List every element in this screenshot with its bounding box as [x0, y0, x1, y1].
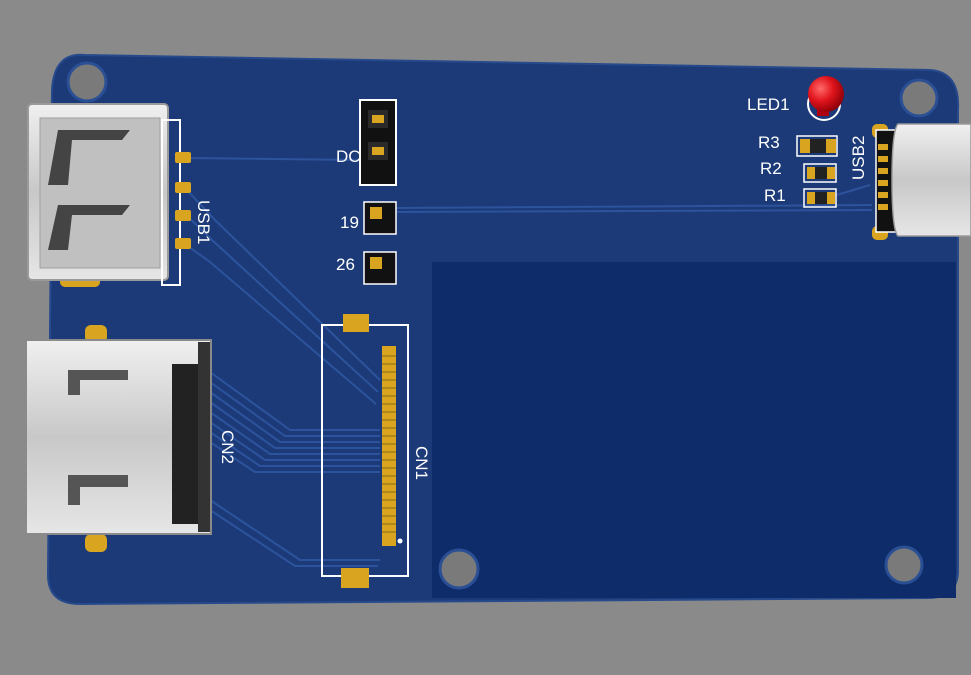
cn2-label: CN2 — [218, 430, 237, 464]
r2-label: R2 — [760, 159, 782, 178]
led1-label: LED1 — [747, 95, 790, 114]
led1 — [807, 76, 844, 121]
r3-resistor — [796, 135, 838, 157]
testpoint-19 — [363, 201, 397, 235]
dc-header — [359, 99, 397, 186]
usb2-label: USB2 — [849, 136, 868, 180]
r1-label: R1 — [764, 186, 786, 205]
dc-label: DC — [336, 147, 361, 166]
r3-label: R3 — [758, 133, 780, 152]
copper-zone — [432, 262, 956, 598]
pin26-label: 26 — [336, 255, 355, 274]
usb2-connector — [872, 123, 971, 240]
testpoint-26 — [363, 251, 397, 285]
mounting-holes — [66, 61, 939, 590]
pin19-label: 19 — [340, 213, 359, 232]
cn1-connector — [321, 314, 409, 588]
usb1-label: USB1 — [194, 200, 213, 244]
usb1-connector — [27, 103, 191, 287]
cn2-connector — [25, 325, 212, 552]
r2-resistor — [803, 163, 837, 183]
r1-resistor — [803, 188, 837, 208]
cn1-label: CN1 — [412, 446, 431, 480]
